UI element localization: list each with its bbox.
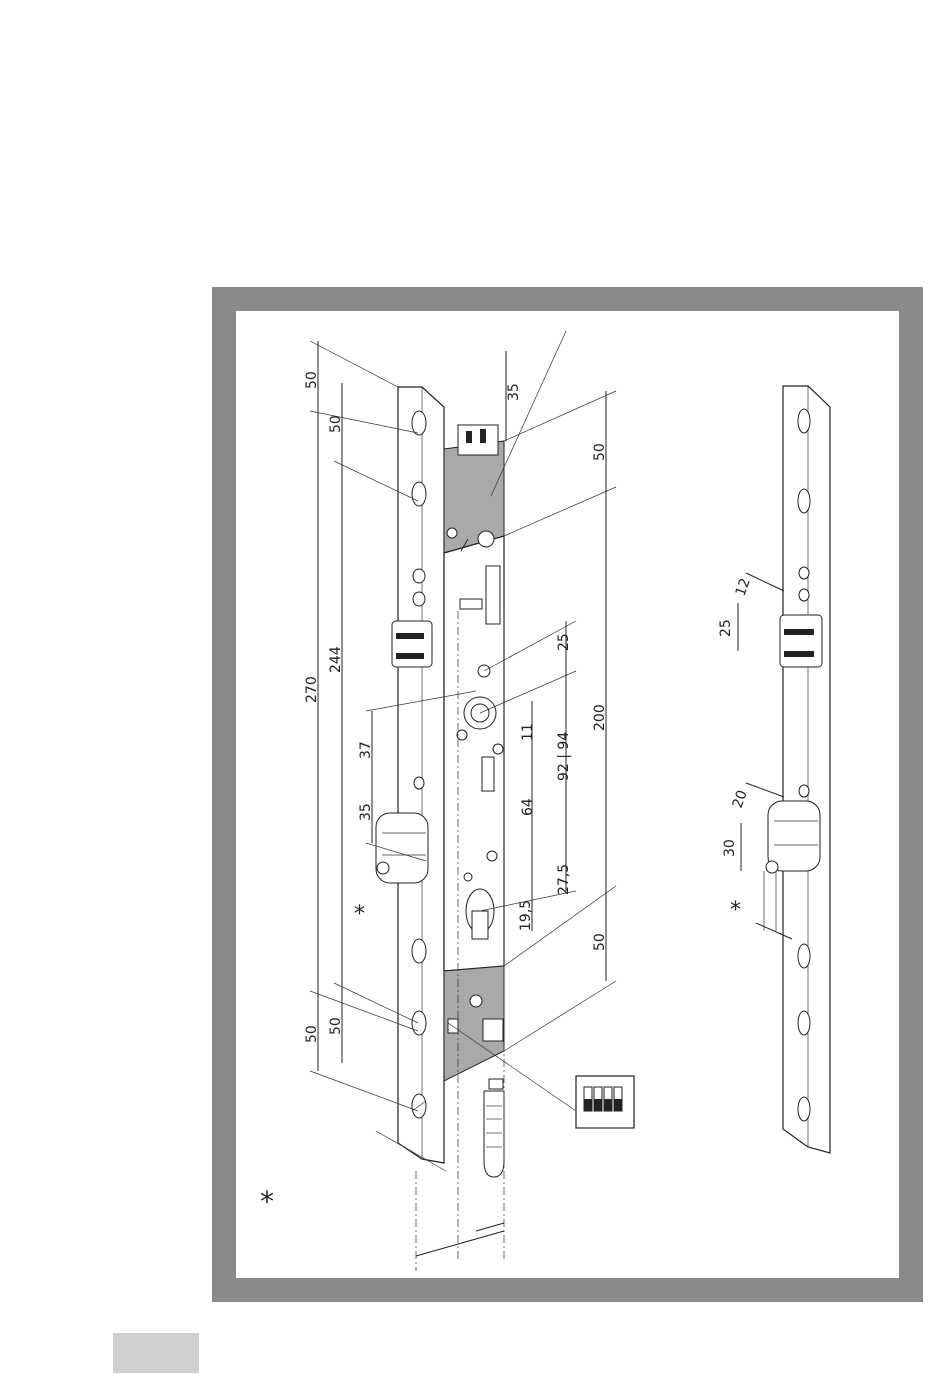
lock-case xyxy=(444,425,504,1177)
dim-bottom-pitch-inner: 50 xyxy=(328,1017,344,1035)
dim-strike2-height: 30 xyxy=(722,839,738,857)
dim-case-length: 200 xyxy=(592,704,608,731)
dim-follower-25: 25 xyxy=(556,633,572,651)
dim-backset: 92 | 94 xyxy=(556,732,572,781)
figure-frame: 50 50 270 244 37 35 50 50 35 50 200 50 2… xyxy=(212,287,923,1302)
main-faceplate xyxy=(398,387,444,1163)
lock-technical-drawing: 50 50 270 244 37 35 50 50 35 50 200 50 2… xyxy=(236,311,899,1278)
dim-bolt-spacing: 37 xyxy=(358,741,374,759)
asterisk-latch: * xyxy=(354,902,365,927)
dim-top-pitch: 50 xyxy=(328,415,344,433)
dim-top-offset: 50 xyxy=(304,371,320,389)
dim-latch-spacing: 35 xyxy=(358,803,374,821)
dim-inner: 244 xyxy=(328,646,344,673)
dim-follower-64: 64 xyxy=(520,798,536,816)
dim-overall: 270 xyxy=(304,676,320,703)
page-tab xyxy=(113,1333,199,1373)
dim-case-bottom: 50 xyxy=(592,933,608,951)
dim-cyl-275: 27,5 xyxy=(556,864,572,895)
strike-plate xyxy=(766,386,830,1153)
dimension-lines xyxy=(310,331,792,1271)
dim-strike-width: 12 xyxy=(733,576,754,598)
dim-bottom-pitch-outer: 50 xyxy=(304,1025,320,1043)
dim-cyl-195: 19,5 xyxy=(518,900,534,931)
asterisk-strike: * xyxy=(730,898,741,923)
dim-strike2-width: 20 xyxy=(730,788,751,810)
dim-follower-11: 11 xyxy=(520,723,536,741)
dim-case-top-depth: 35 xyxy=(506,383,522,401)
dim-strike-height: 25 xyxy=(718,619,734,637)
hook-bolt xyxy=(392,621,432,667)
figure-panel: 50 50 270 244 37 35 50 50 35 50 200 50 2… xyxy=(236,311,899,1278)
asterisk-footnote: * xyxy=(260,1185,274,1218)
dim-case-top: 50 xyxy=(592,443,608,461)
dimension-labels: 50 50 270 244 37 35 50 50 35 50 200 50 2… xyxy=(260,371,754,1218)
